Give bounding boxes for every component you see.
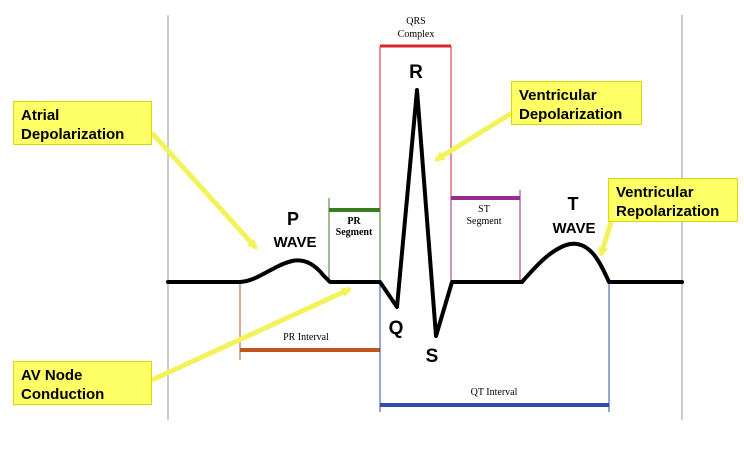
- ecg-trace: [166, 88, 684, 338]
- pr-segment-label-line2: Segment: [336, 227, 373, 238]
- ventricular-repol-callout-line2: Repolarization: [616, 203, 720, 220]
- s-point-label: S: [426, 346, 439, 367]
- atrial-callout-line2: Depolarization: [21, 126, 125, 143]
- av-callout-line2: Conduction: [21, 386, 105, 403]
- atrial-arrow: [150, 131, 258, 250]
- qrs-complex-bracket: QRS Complex: [379, 16, 452, 283]
- qrs-label-line1: QRS: [406, 16, 425, 27]
- t-wave-word: WAVE: [552, 220, 595, 237]
- qrs-label-line2: Complex: [398, 29, 435, 40]
- pr-segment-label-line1: PR: [347, 216, 361, 227]
- qt-interval-label: QT Interval: [471, 387, 518, 398]
- av-callout-line1: AV Node: [21, 367, 83, 384]
- st-segment-label-line1: ST: [478, 204, 490, 215]
- st-segment-label-line2: Segment: [467, 216, 502, 227]
- pr-interval-label: PR Interval: [283, 332, 329, 343]
- ventricular-repolarization-callout: Ventricular Repolarization: [608, 178, 738, 222]
- ventricular-repol-callout-line1: Ventricular: [616, 184, 694, 201]
- qt-interval-bracket: QT Interval: [379, 283, 610, 412]
- av-node-arrow: [150, 286, 352, 383]
- p-wave-letter: P: [287, 209, 299, 229]
- t-wave-letter: T: [568, 194, 579, 214]
- pr-interval-bracket: PR Interval: [239, 283, 381, 360]
- q-point-label: Q: [389, 318, 404, 339]
- av-node-conduction-callout: AV Node Conduction: [13, 361, 152, 405]
- p-wave-word: WAVE: [273, 234, 316, 251]
- r-peak-label: R: [409, 62, 423, 83]
- ventricular-depol-arrow: [434, 108, 517, 163]
- ventricular-repol-arrow: [598, 221, 614, 257]
- ventricular-depolarization-callout: Ventricular Depolarization: [511, 81, 642, 125]
- pr-segment-bracket: PR Segment: [328, 198, 381, 283]
- atrial-depolarization-callout: Atrial Depolarization: [13, 101, 152, 145]
- ventricular-depol-callout-line1: Ventricular: [519, 87, 597, 104]
- ventricular-depol-callout-line2: Depolarization: [519, 106, 623, 123]
- atrial-callout-line1: Atrial: [21, 107, 60, 124]
- st-segment-bracket: ST Segment: [450, 190, 521, 283]
